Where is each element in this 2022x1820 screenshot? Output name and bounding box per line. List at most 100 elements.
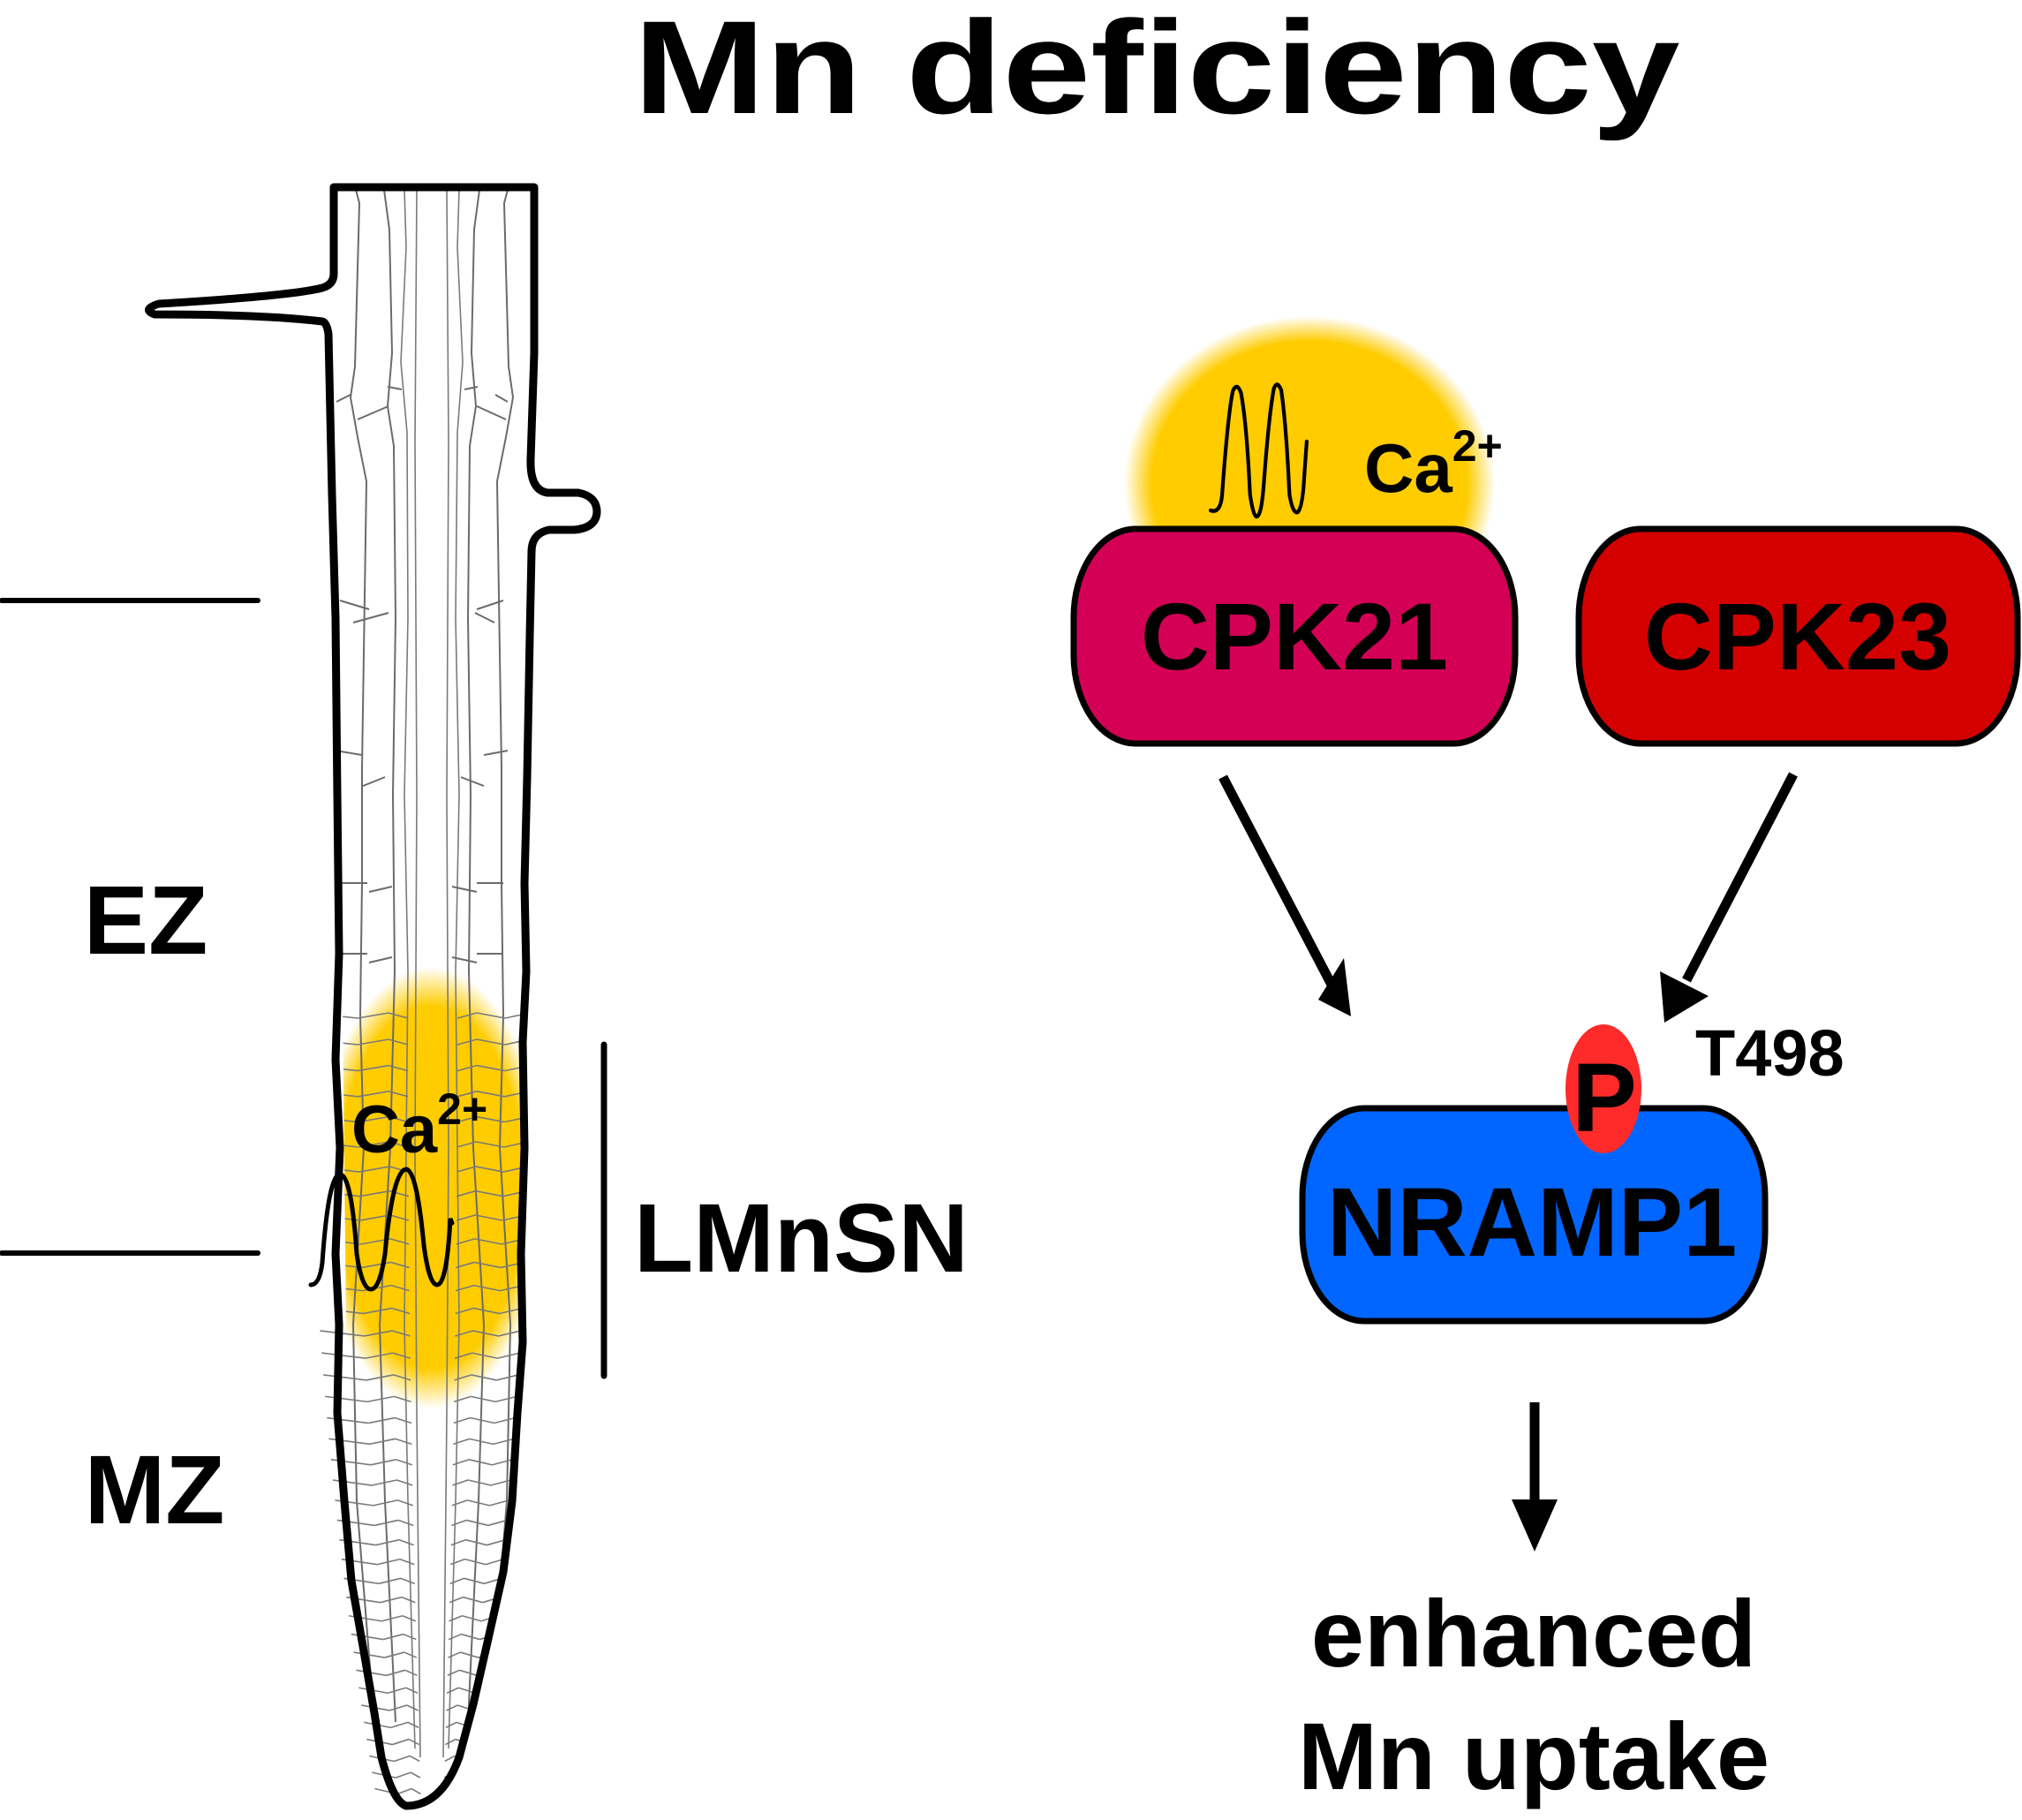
meristem-cell-wall xyxy=(465,1787,478,1795)
meristem-cell-wall xyxy=(453,1395,472,1403)
meristem-cell-wall xyxy=(456,1166,477,1173)
phospho-label: P xyxy=(1572,1044,1636,1152)
meristem-cell-wall xyxy=(464,1577,485,1585)
meristem-cell-wall xyxy=(389,1214,410,1221)
meristem-cell-wall xyxy=(390,1721,409,1729)
meristem-cell-wall xyxy=(388,1064,409,1072)
meristem-cell-wall xyxy=(406,1704,419,1711)
meristem-cell-wall xyxy=(399,1558,415,1566)
meristem-cell-wall xyxy=(472,1307,500,1315)
meristem-cell-wall xyxy=(456,1189,476,1197)
meristem-cell-wall xyxy=(452,1459,470,1466)
meristem-cell-wall xyxy=(474,1261,502,1269)
meristem-cell-wall xyxy=(449,1615,463,1622)
meristem-cell-wall xyxy=(353,1651,385,1658)
meristem-cell-wall xyxy=(472,1352,498,1359)
meristem-cell-wall xyxy=(358,1064,389,1072)
meristem-cell-wall xyxy=(456,1214,476,1221)
root-calcium-glow xyxy=(316,967,546,1408)
meristem-cell-wall xyxy=(463,1596,483,1604)
meristem-cell-wall xyxy=(451,1499,468,1507)
root-illustration: Ca2+ xyxy=(145,183,601,1810)
nramp1-box xyxy=(1299,1105,1769,1325)
meristem-cell-wall xyxy=(323,1374,366,1381)
meristem-cell-wall xyxy=(372,1479,397,1486)
nramp1-label: NRAMP1 xyxy=(1327,1168,1738,1277)
meristem-cell-wall xyxy=(453,1416,471,1424)
meristem-cell-wall xyxy=(403,1633,417,1641)
meristem-cell-wall xyxy=(456,1261,475,1269)
meristem-cell-wall xyxy=(382,1633,404,1641)
meristem-cell-wall xyxy=(456,1038,478,1046)
cpk23-node: CPK23 xyxy=(1575,525,2021,747)
diagram-title: Mn deficiency xyxy=(634,0,1680,141)
ez-label: EZ xyxy=(84,866,208,975)
meristem-cell-wall xyxy=(492,1459,513,1466)
cpk21-node: CPK21 xyxy=(1070,525,1519,747)
meristem-cell-wall xyxy=(402,1615,417,1622)
meristem-cell-wall xyxy=(444,1755,456,1763)
meristem-cell-wall xyxy=(476,1064,505,1072)
meristem-cell-wall xyxy=(476,1141,504,1148)
arrowhead-icon xyxy=(1318,958,1351,1016)
meristem-cell-wall xyxy=(456,1091,477,1098)
meristem-cell-wall xyxy=(494,1416,516,1424)
arrow-cpk23-to-nramp1 xyxy=(1660,772,1798,1023)
meristem-cell-wall xyxy=(358,1141,389,1148)
meristem-cell-wall xyxy=(390,1261,410,1269)
meristem-cell-wall xyxy=(451,1519,467,1527)
arrowhead-icon xyxy=(1660,971,1709,1023)
meristem-cell-wall xyxy=(363,1307,392,1315)
meristem-cell-wall xyxy=(453,1438,471,1446)
meristem-cell-wall xyxy=(454,1374,472,1381)
meristem-cell-wall xyxy=(405,1687,419,1694)
meristem-cell-wall xyxy=(375,1538,400,1546)
meristem-cell-wall xyxy=(476,1012,506,1019)
meristem-cell-wall xyxy=(467,1499,490,1507)
meristem-cell-wall xyxy=(400,1577,415,1585)
meristem-cell-wall xyxy=(394,1395,411,1403)
meristem-cell-wall xyxy=(395,1771,411,1778)
meristem-cell-wall xyxy=(460,1651,479,1658)
meristem-cell-wall xyxy=(456,1012,478,1019)
meristem-cell-wall xyxy=(450,1538,466,1546)
pathway-calcium-wave-icon xyxy=(1208,382,1309,519)
pathway-calcium-charge: 2+ xyxy=(1452,421,1503,471)
phospho-site-label: T498 xyxy=(1695,1016,1845,1090)
meristem-cell-wall xyxy=(359,1189,390,1197)
outcome-line-1: enhanced xyxy=(1311,1580,1756,1687)
meristem-cell-wall xyxy=(468,1459,493,1466)
meristem-cell-wall xyxy=(358,1091,389,1098)
meristem-cell-wall xyxy=(370,1459,396,1466)
meristem-cell-wall xyxy=(377,1558,401,1566)
meristem-cell-wall xyxy=(366,1395,395,1403)
meristem-cell-wall xyxy=(445,1721,457,1729)
meristem-cell-wall xyxy=(454,1352,472,1359)
meristem-cell-wall xyxy=(489,1499,509,1507)
arrow-nramp1-to-outcome xyxy=(1512,1402,1558,1552)
meristem-cell-wall xyxy=(325,1395,368,1403)
cpk23-box xyxy=(1575,525,2021,747)
meristem-cell-wall xyxy=(359,1214,390,1221)
meristem-cell-wall xyxy=(389,1115,409,1123)
cpk23-label: CPK23 xyxy=(1644,583,1951,690)
meristem-cell-wall xyxy=(410,1771,421,1778)
meristem-cell-wall xyxy=(456,1115,477,1123)
meristem-cell-wall xyxy=(476,1038,506,1046)
cpk21-box xyxy=(1070,525,1519,747)
meristem-cell-wall xyxy=(387,1687,407,1695)
meristem-cell-wall xyxy=(455,1330,473,1337)
meristem-cell-wall xyxy=(494,1395,517,1403)
phosphorylation-site: P T498 xyxy=(1566,1016,1845,1153)
meristem-cell-wall xyxy=(493,1438,515,1446)
meristem-cell-wall xyxy=(471,1374,497,1381)
meristem-cell-wall xyxy=(374,1519,399,1527)
meristem-cell-wall xyxy=(462,1614,482,1622)
meristem-cell-wall xyxy=(409,1755,420,1763)
root-calcium-label: Ca2+ xyxy=(351,1084,487,1167)
root-calcium-ion: Ca xyxy=(351,1092,438,1167)
meristem-cell-wall xyxy=(468,1755,482,1763)
meristem-cell-wall xyxy=(321,1352,366,1359)
arrowhead-icon xyxy=(1512,1499,1558,1552)
meristem-cell-wall xyxy=(357,1038,389,1046)
